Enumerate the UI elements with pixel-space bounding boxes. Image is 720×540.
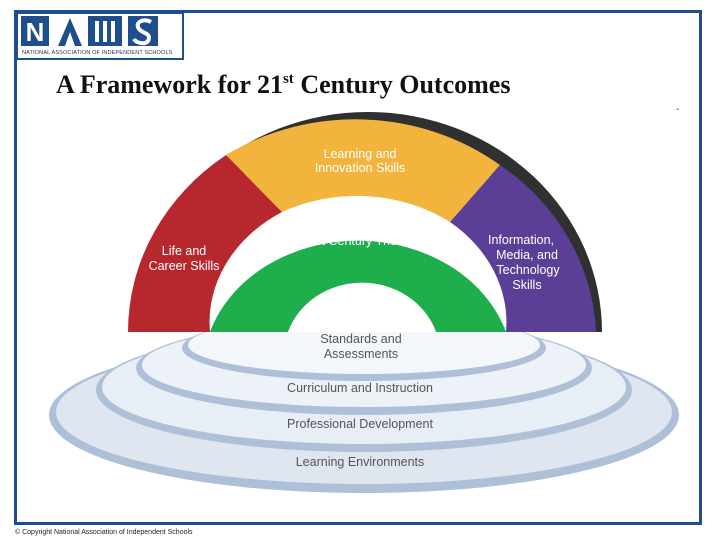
svg-text:N: N — [26, 17, 45, 47]
label-life-career-1: Life and — [162, 244, 207, 258]
copyright-notice: © Copyright National Association of Inde… — [15, 529, 193, 536]
title-prefix: A Framework for 21 — [56, 70, 283, 99]
label-life-career-2: Career Skills — [149, 259, 220, 273]
title-suffix: Century Outcomes — [293, 70, 511, 99]
nais-logo-mark: N — [21, 16, 158, 47]
nais-logo: N NATIONAL ASSOCIATION OF INDEPENDENT SC… — [16, 12, 184, 60]
logo-subtitle: NATIONAL ASSOCIATION OF INDEPENDENT SCHO… — [22, 50, 173, 56]
label-learning-innovation-1: Learning and — [324, 147, 397, 161]
label-curriculum-instruction: Curriculum and Instruction — [287, 381, 433, 395]
label-learning-innovation-2: Innovation Skills — [315, 161, 405, 175]
ring-labels: Standards and Assessments Curriculum and… — [287, 332, 433, 469]
label-core-subjects-2: 21st Century Themes — [301, 234, 420, 248]
arch-segment-information-media — [450, 165, 596, 332]
arch-opening — [288, 282, 436, 332]
arch-labels: Learning and Innovation Skills Life and … — [149, 147, 561, 292]
arch-segment-core-subjects — [210, 240, 506, 332]
page-title: A Framework for 21st Century Outcomes — [56, 70, 510, 100]
label-information-4: Skills — [512, 278, 541, 292]
label-information-3: Technology — [496, 263, 560, 277]
stray-dash: - — [676, 104, 680, 115]
label-standards-1: Standards and — [320, 332, 401, 346]
label-standards-2: Assessments — [324, 347, 398, 361]
title-superscript: st — [282, 71, 294, 87]
label-core-subjects-1: Core Subjects and — [310, 219, 413, 233]
label-information-2: Media, and — [496, 248, 558, 262]
label-professional-development: Professional Development — [287, 417, 433, 431]
outer-arch — [127, 119, 596, 332]
label-information-1: Information, — [488, 233, 554, 247]
label-learning-environments: Learning Environments — [296, 455, 425, 469]
arch-segment-learning-innovation — [226, 119, 500, 222]
arch-segment-life-career — [127, 155, 283, 332]
